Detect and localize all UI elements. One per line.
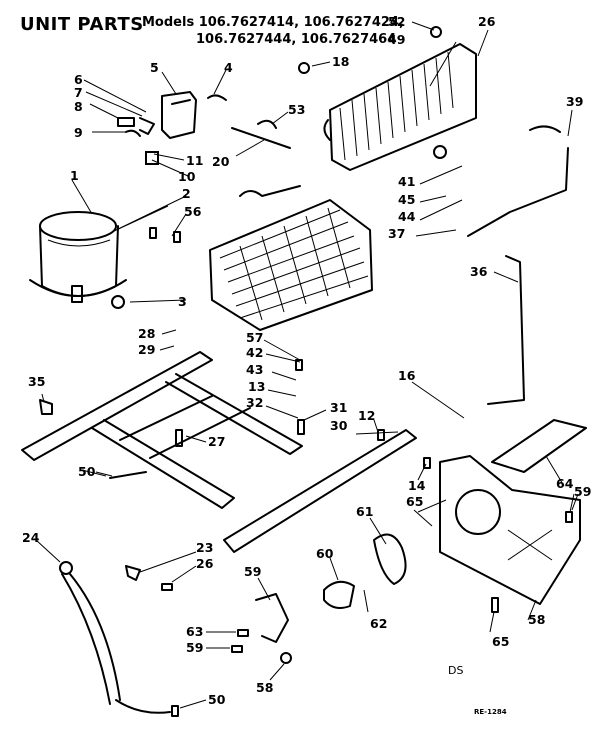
callout-59-lower: 59 bbox=[186, 640, 204, 655]
callout-10: 10 bbox=[178, 169, 196, 184]
callout-18: 18 bbox=[332, 54, 350, 69]
thermostat-tube bbox=[231, 127, 291, 149]
callout-57: 61 bbox=[356, 504, 374, 519]
callout-55: 58 bbox=[528, 612, 546, 627]
callout-5: 5 bbox=[150, 60, 159, 75]
suction-tube bbox=[487, 255, 525, 405]
callout-26-top: 26 bbox=[478, 14, 496, 29]
callout-64: 65 bbox=[492, 634, 510, 649]
callout-53: 56 bbox=[184, 204, 202, 219]
callout-1: 1 bbox=[70, 168, 79, 183]
rail bbox=[223, 429, 417, 553]
condenser bbox=[323, 43, 477, 171]
leader-lines bbox=[35, 21, 579, 709]
callout-59-right: 59 bbox=[574, 484, 592, 499]
cap-tube bbox=[467, 147, 569, 237]
callout-29: 27 bbox=[208, 434, 226, 449]
callout-39: 39 bbox=[566, 94, 584, 109]
callout-45: 45 bbox=[398, 192, 416, 207]
tube-clip bbox=[529, 125, 561, 133]
drain-tray bbox=[491, 419, 587, 473]
callout-24: 24 bbox=[22, 530, 40, 545]
callout-23: 23 bbox=[196, 540, 214, 555]
callout-13: 13 bbox=[248, 379, 266, 394]
callout-60: 60 bbox=[316, 546, 334, 561]
relay-assembly bbox=[117, 91, 227, 165]
callout-3: 3 bbox=[178, 294, 187, 309]
callout-4: 4 bbox=[224, 60, 233, 75]
diagram-title: UNIT PARTS bbox=[20, 14, 144, 35]
callout-63: 65 bbox=[406, 494, 424, 509]
callout-50: 52 bbox=[388, 14, 406, 29]
callout-26-lower: 26 bbox=[196, 556, 214, 571]
callout-16: 16 bbox=[398, 368, 416, 383]
compressor bbox=[29, 211, 127, 303]
callout-46: 49 bbox=[388, 32, 406, 47]
fan-shroud bbox=[439, 455, 581, 605]
fan-blade bbox=[373, 533, 407, 585]
callout-42: 43 bbox=[246, 362, 264, 377]
callout-65: 64 bbox=[556, 476, 574, 491]
callout-20: 20 bbox=[212, 154, 230, 169]
evaporator-coil bbox=[209, 185, 373, 331]
callout-12: 12 bbox=[358, 408, 376, 423]
callout-41: 42 bbox=[246, 345, 264, 360]
callout-58: 58 bbox=[256, 680, 274, 695]
callout-49: 50 bbox=[208, 692, 226, 707]
callout-11: 11 bbox=[186, 153, 204, 168]
diagram-code: DS bbox=[448, 664, 464, 677]
motor-bracket bbox=[255, 593, 289, 643]
callout-30: 32 bbox=[246, 395, 264, 410]
callout-56: 59 bbox=[244, 564, 262, 579]
base-frame bbox=[21, 351, 303, 509]
model-numbers-line1: Models 106.7627414, 106.7627424, bbox=[142, 15, 404, 30]
model-numbers-line2: 106.7627444, 106.7627464 bbox=[196, 32, 397, 47]
fan-motor bbox=[323, 580, 355, 609]
callout-31: 31 bbox=[330, 400, 348, 415]
callout-36: 36 bbox=[470, 264, 488, 279]
callout-61: 62 bbox=[370, 616, 388, 631]
callout-62: 63 bbox=[186, 624, 204, 639]
clip bbox=[257, 119, 277, 129]
callout-7: 7 bbox=[74, 85, 83, 100]
callout-9: 9 bbox=[74, 125, 83, 140]
callout-8: 8 bbox=[74, 99, 83, 114]
callout-32: 30 bbox=[330, 418, 348, 433]
callout-2: 2 bbox=[182, 186, 191, 201]
callout-51: 50 bbox=[78, 464, 96, 479]
callout-54: 57 bbox=[246, 330, 264, 345]
callout-27: 28 bbox=[138, 326, 156, 341]
callout-35: 35 bbox=[28, 374, 46, 389]
callout-6: 6 bbox=[74, 72, 83, 87]
callout-52: 53 bbox=[288, 102, 306, 117]
callout-37: 37 bbox=[388, 226, 406, 241]
callout-43: 41 bbox=[398, 174, 416, 189]
callout-28: 29 bbox=[138, 342, 156, 357]
wiring-harness bbox=[59, 561, 171, 714]
model-numbers: Models 106.7627414, 106.7627424, 106.762… bbox=[142, 14, 404, 48]
callout-44: 44 bbox=[398, 209, 416, 224]
callout-14: 14 bbox=[408, 478, 426, 493]
drawing-reference: RE-1284 bbox=[474, 708, 507, 716]
screws bbox=[39, 26, 573, 717]
